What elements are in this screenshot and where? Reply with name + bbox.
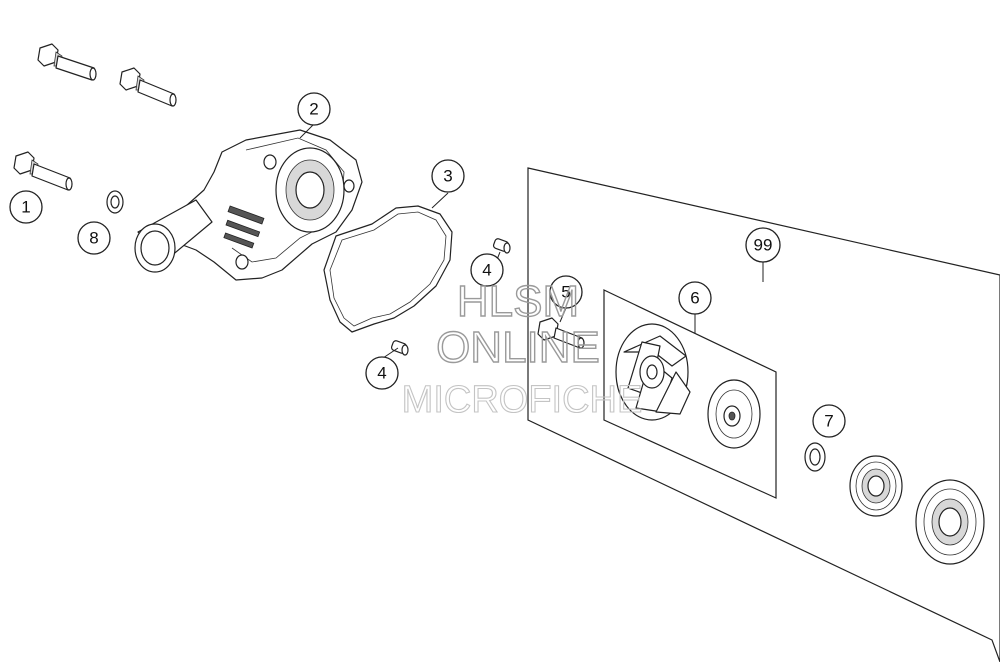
bearing-small[interactable] — [849, 455, 903, 517]
callout-label: 1 — [21, 198, 30, 217]
watermark-line-3: MICROFICHE — [402, 379, 643, 421]
dowel-pin-part-4-a[interactable] — [492, 238, 511, 254]
impeller-part-6[interactable] — [615, 323, 691, 421]
watermark: HLSM ONLINE MICROFICHE — [401, 276, 643, 421]
callout-label: 4 — [377, 364, 386, 383]
bolt-part-5[interactable] — [537, 317, 585, 349]
washer-part-8[interactable] — [106, 190, 124, 214]
callout-label: 2 — [309, 100, 318, 119]
callout-2[interactable]: 2 — [297, 92, 331, 126]
callout-label: 3 — [443, 167, 452, 186]
callout-99[interactable]: 99 — [745, 227, 781, 263]
watermark-line-1: HLSM — [457, 277, 579, 326]
callout-8[interactable]: 8 — [77, 221, 111, 255]
callout-6[interactable]: 6 — [678, 281, 712, 315]
seal-ring-part-7[interactable] — [804, 442, 826, 472]
callout-3[interactable]: 3 — [431, 159, 465, 193]
callout-5[interactable]: 5 — [549, 275, 583, 309]
callout-4-lower[interactable]: 4 — [365, 356, 399, 390]
watermark-line-2: ONLINE — [436, 323, 600, 372]
callout-label: 6 — [690, 289, 699, 308]
bolt-part-1-a[interactable] — [37, 43, 97, 81]
callout-label: 4 — [482, 261, 491, 280]
dowel-pin-part-4-b[interactable] — [390, 340, 409, 356]
callout-7[interactable]: 7 — [812, 404, 846, 438]
callout-label: 7 — [824, 412, 833, 431]
seal-disc-part-6[interactable] — [707, 379, 761, 449]
callout-label: 8 — [89, 229, 98, 248]
callout-label: 5 — [561, 283, 570, 302]
bolt-part-1-b[interactable] — [119, 67, 177, 107]
bolt-part-1-c[interactable] — [13, 151, 73, 191]
callout-label: 99 — [754, 236, 773, 255]
water-pump-cover-part-2[interactable] — [134, 129, 363, 281]
callout-1[interactable]: 1 — [9, 190, 43, 224]
bearing-large[interactable] — [915, 479, 985, 565]
callout-4-upper[interactable]: 4 — [470, 253, 504, 287]
gasket-part-3[interactable] — [323, 205, 453, 333]
